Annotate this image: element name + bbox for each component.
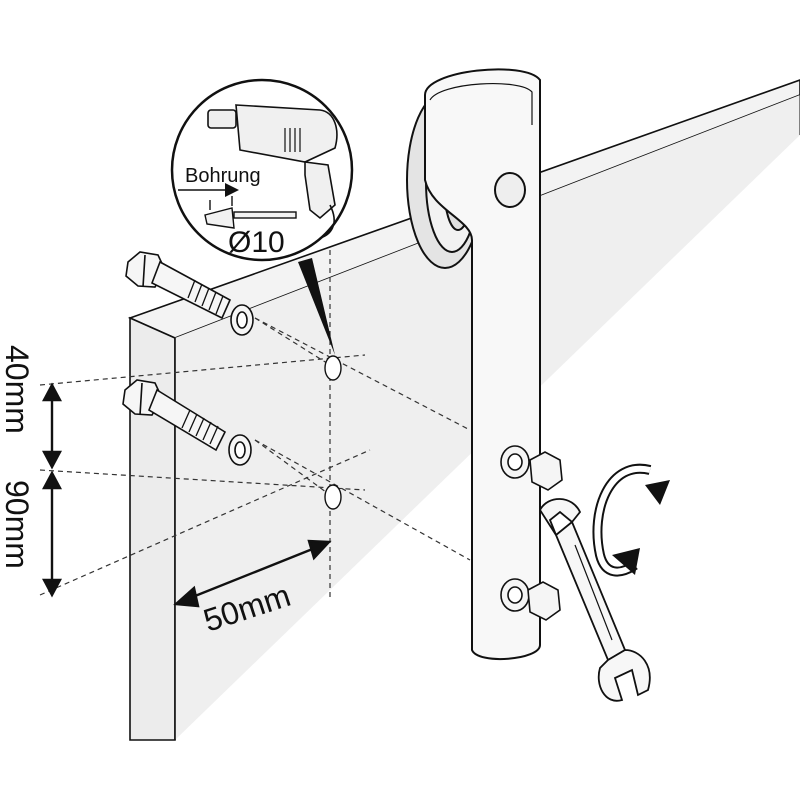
bolt-upper: [125, 251, 254, 336]
bolt-lower: [122, 379, 252, 466]
drill-inset: Bohrung Ø10: [170, 78, 354, 355]
dashed-guides: [39, 250, 471, 600]
horizontal-dimension: [173, 539, 332, 608]
wrench-icon: [538, 498, 651, 702]
spade-bit-icon: [204, 207, 297, 229]
drill-label-diameter: Ø10: [228, 226, 285, 259]
hole-lower: [324, 484, 342, 510]
hole-upper: [324, 355, 342, 381]
vertical-dimension: [42, 382, 62, 598]
dimension-90mm: 90mm: [0, 480, 35, 569]
drill-icon: [207, 104, 338, 239]
strap-bolt-upper: [500, 445, 563, 491]
hanger-strap: [406, 68, 541, 661]
dimension-40mm: 40mm: [0, 345, 35, 434]
strap-bolt-lower: [500, 578, 561, 621]
drill-label-bohrung: Bohrung: [185, 165, 261, 187]
rotation-arrow-icon: [592, 463, 670, 577]
